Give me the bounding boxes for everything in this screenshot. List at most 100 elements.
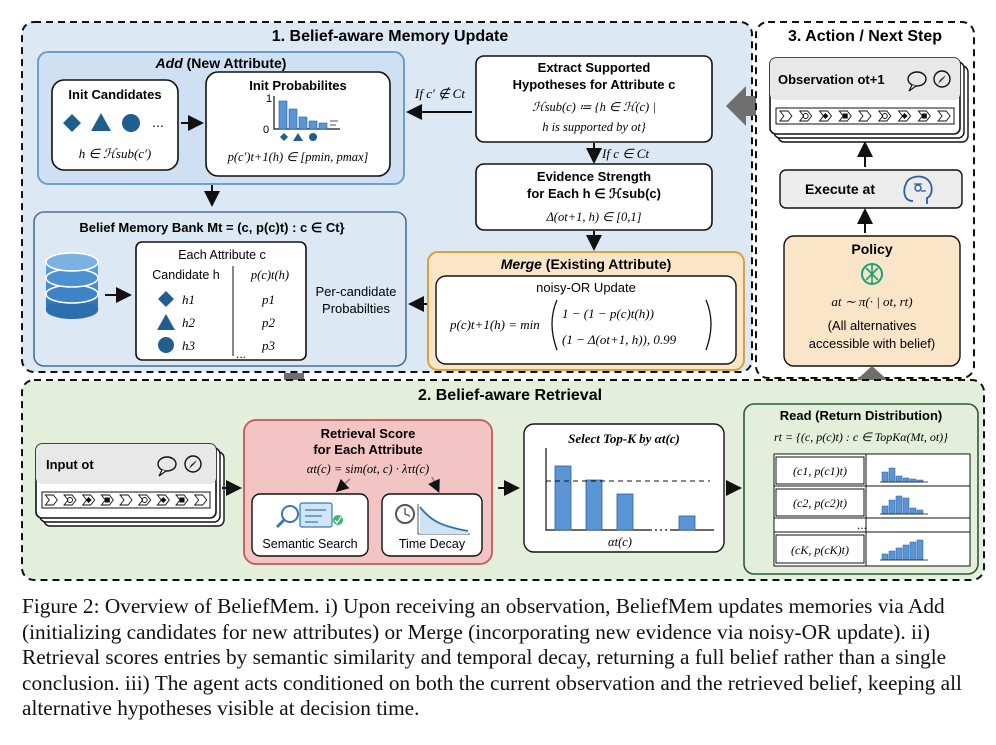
extract-formula-2: h is supported by ot}: [542, 120, 646, 134]
condition-existing-attribute: If c ∈ Ct: [601, 146, 649, 161]
init-prob-bar: [308, 120, 318, 130]
row1-h: h1: [182, 292, 195, 307]
init-probabilities-title: Init Probabilites: [249, 78, 347, 93]
read-histograms: [880, 467, 928, 561]
extract-line-2: Hypotheses for Attribute c: [513, 77, 676, 92]
read-hist-bar: [895, 475, 903, 483]
topk-bar: [678, 515, 696, 531]
belief-bank-title: Belief Memory Bank Mt = (c, p(c)t) : c ∈…: [79, 220, 344, 235]
read-hist-bar: [895, 547, 903, 561]
read-hist-bar: [888, 467, 896, 483]
extract-box: [475, 55, 713, 143]
token-square: [921, 113, 927, 119]
triangle-icon: [91, 113, 111, 131]
token-circle: [67, 497, 73, 503]
read-title: Read (Return Distribution): [780, 408, 943, 423]
init-prob-bar: [288, 108, 298, 130]
topk-bar: [554, 465, 572, 531]
topk-title: Select Top-K by αt(c): [568, 431, 680, 446]
semantic-search-label: Semantic Search: [262, 537, 357, 551]
token-circle: [802, 113, 809, 119]
token-square: [104, 497, 110, 503]
read-row-cell-1: [775, 456, 865, 485]
row3-p: p3: [261, 338, 276, 353]
merge-heading: Merge (Existing Attribute): [501, 256, 672, 272]
token-diamond: [160, 497, 167, 503]
init-probabilities-formula: p(c′)t+1(h) ∈ [pmin, pmax]: [227, 150, 369, 164]
merge-left-paren: [551, 299, 558, 351]
read-hist-bar: [881, 471, 889, 483]
diamond-icon: [63, 114, 81, 132]
row2-h: h2: [182, 315, 196, 330]
merge-line-2: (1 − Δ(ot+1, h)), 0.99: [562, 332, 677, 347]
arrow-decay: [428, 476, 440, 493]
observation-label: Observation ot+1: [778, 72, 885, 87]
init-candidates-formula: h ∈ ℋsub(c′): [79, 146, 152, 161]
read-hist-bar: [902, 477, 910, 483]
evidence-line-1: Evidence Strength: [537, 169, 651, 184]
read-row-line-1: [774, 485, 970, 533]
update-panel-title: 1. Belief-aware Memory Update: [272, 28, 509, 45]
input-label: Input ot: [46, 457, 94, 472]
condition-new-attribute: If c′ ∉ Ct: [414, 86, 465, 101]
prob-axis-bottom: 0: [263, 124, 269, 136]
evidence-line-2: for Each h ∈ ℋsub(c): [527, 186, 661, 201]
input-header: [36, 444, 216, 484]
read-hist-bar: [909, 478, 917, 483]
time-decay-label: Time Decay: [399, 537, 466, 551]
belief-mem-diagram: 1. Belief-aware Memory Update Add (New A…: [21, 21, 985, 581]
row2-triangle-icon: [157, 314, 175, 330]
score-formula: αt(c) = sim(ot, c) · λτt(c): [307, 462, 429, 476]
token-square: [179, 497, 185, 503]
arrow-semantic: [335, 478, 351, 493]
database-icon: [45, 252, 99, 319]
prob-axis-top: 1: [266, 93, 272, 105]
merge-lhs: p(c)t+1(h) = min: [449, 317, 540, 332]
read-row-cell-3: [775, 534, 865, 564]
robot-head-icon: [903, 175, 933, 204]
extract-line-1: Extract Supported: [538, 60, 651, 75]
token-square: [842, 113, 848, 119]
read-hist-bar: [909, 541, 917, 561]
read-hist-bar: [902, 497, 910, 515]
time-decay-icon: [395, 504, 470, 535]
init-probabilities-box: [205, 71, 391, 177]
retrieval-panel-title: 2. Belief-aware Retrieval: [418, 387, 602, 404]
prob-axis: [273, 96, 340, 130]
token-chevron: [44, 494, 58, 506]
execute-label: Execute at: [805, 181, 875, 197]
semantic-search-icon: [275, 502, 343, 529]
per-candidate-label-1: Per-candidate: [316, 284, 397, 299]
policy-note-2: accessible with belief): [809, 336, 935, 351]
figure-caption: Figure 2: Overview of BeliefMem. i) Upon…: [22, 594, 962, 720]
token-diamond: [901, 113, 908, 119]
read-hist-bar: [895, 495, 903, 515]
init-candidates-title: Init Candidates: [68, 87, 161, 102]
input-token-strip: [41, 491, 211, 509]
token-circle: [881, 113, 888, 119]
init-prob-bars: [278, 100, 338, 130]
row1-diamond-icon: [158, 291, 174, 307]
diagram-canvas: 1. Belief-aware Memory Update Add (New A…: [21, 21, 985, 581]
init-candidates-box: [51, 79, 179, 171]
topk-bar: [585, 479, 603, 531]
compass-icon: [933, 70, 951, 88]
col-probability: p(c)t(h): [250, 268, 289, 282]
topk-xlabel: αt(c): [608, 535, 632, 549]
token-chevron: [137, 494, 152, 506]
circle-small-icon: [309, 133, 317, 141]
read-row-cell-2: [775, 488, 865, 517]
topk-bar: [616, 493, 634, 531]
init-prob-dots: [330, 120, 338, 126]
row2-p: p2: [261, 315, 276, 330]
token-chevron: [778, 110, 793, 122]
read-ellipsis: ...: [857, 518, 867, 532]
init-prob-bar: [318, 122, 328, 130]
col-candidate: Candidate h: [152, 268, 219, 282]
merge-subtitle: noisy-OR Update: [536, 280, 636, 295]
read-row-1: (c1, p(c1)t): [793, 464, 847, 478]
merge-line-1: 1 − (1 − p(c)t(h)): [562, 306, 654, 321]
extract-formula-1: ℋsub(c) ≔ {h ∈ ℋ(c) |: [532, 100, 656, 114]
read-hist-bar: [888, 550, 896, 561]
init-prob-bar: [278, 100, 288, 130]
